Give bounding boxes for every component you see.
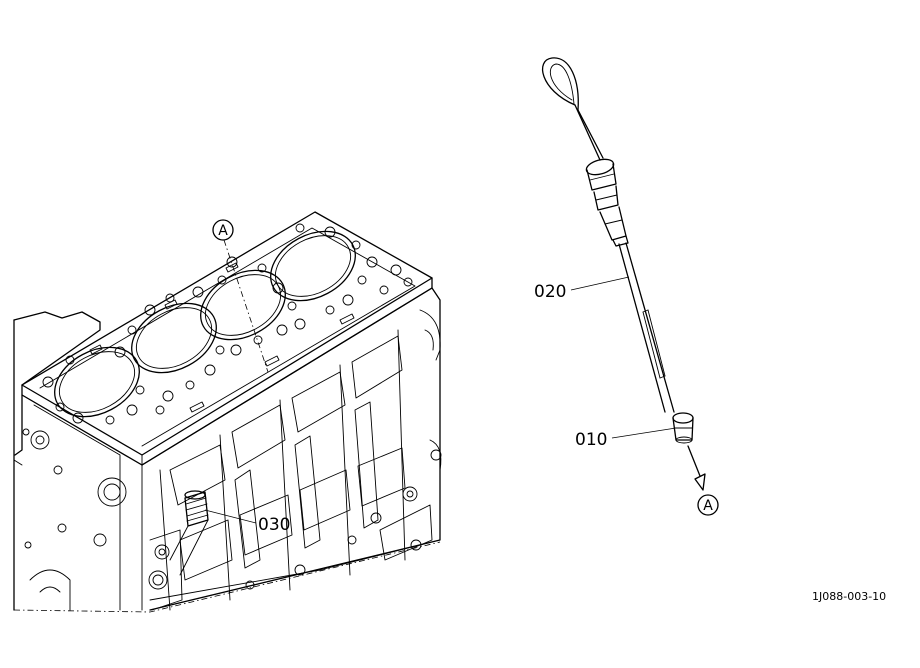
block-front-face: [141, 287, 442, 611]
dipstick-guide-plug: [169, 490, 209, 576]
callout-010: 010: [575, 430, 607, 450]
dipstick-guide-pipe: [672, 412, 694, 444]
leader-010: [611, 427, 677, 439]
dipstick-cap: [585, 158, 629, 247]
cylinder-bore-3: [200, 269, 286, 341]
dipstick-handle-loop: [542, 57, 579, 111]
cylinder-bore-2: [131, 302, 217, 374]
reference-mark-dipstick: A: [697, 494, 719, 516]
head-gasket: [21, 211, 433, 466]
dipstick-reference-arrow: [687, 445, 701, 477]
leader-020: [570, 276, 630, 291]
cylinder-bore-1: [54, 346, 140, 418]
gasket-holes: [42, 223, 413, 425]
leader-030: [204, 509, 257, 524]
callout-020: 020: [534, 282, 566, 302]
dipstick: [542, 57, 706, 491]
callout-030: 030: [258, 515, 290, 535]
svg-text:A: A: [703, 498, 713, 514]
reference-mark-engine: A: [212, 219, 234, 241]
engine-block: [13, 211, 442, 613]
block-cut-line: [13, 541, 441, 613]
svg-text:A: A: [218, 223, 228, 239]
engine-reference-line: [223, 239, 269, 373]
drawing-code: 1J088-003-10: [812, 590, 886, 603]
